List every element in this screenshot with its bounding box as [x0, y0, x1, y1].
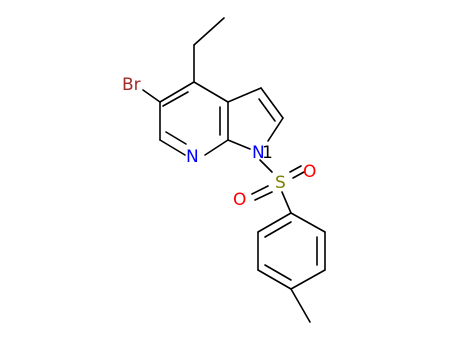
bond-n1-c7a — [227, 139, 251, 150]
bond-c6-n7-inner — [165, 131, 187, 145]
bond-n1-s — [259, 159, 273, 173]
bond-s-o-left-a — [251, 185, 269, 195]
bond-s-aryl — [281, 191, 292, 214]
bond-n7-c7a — [204, 139, 229, 156]
atom-n-pyridine-label: N — [186, 147, 199, 167]
bond-c3a-c3 — [227, 87, 262, 103]
bond-s-o-left-b — [254, 191, 273, 201]
atom-o-left-label: O — [233, 190, 246, 210]
bond-c4-c5-inner — [162, 91, 189, 107]
bond-ar3-ar4 — [290, 269, 326, 290]
atom-br-label: Br — [122, 75, 141, 95]
sulfonyl-group — [251, 159, 305, 214]
atom-o-right-label: O — [303, 162, 316, 182]
bond-ar4-ar5 — [257, 269, 292, 290]
bond-ethyl-ch3 — [193, 17, 225, 46]
bond-s-o-right-b — [292, 171, 305, 179]
bond-c6-n7 — [159, 139, 186, 156]
tolyl-ring — [257, 212, 326, 290]
atom-n-pyrrole-locant: 1 — [262, 143, 273, 163]
atom-s-label: S — [275, 173, 286, 193]
bond-c3-c2-inner — [258, 98, 276, 122]
pyrrole-ring — [227, 87, 284, 150]
bond-s-o-right-a — [289, 165, 302, 173]
bond-c5-br — [142, 89, 161, 103]
bond-ar4-ar5-inner — [264, 264, 292, 281]
bond-c4-c5 — [159, 81, 195, 103]
atom-n-pyrrole-label: N — [252, 143, 265, 163]
pyridine-ring — [159, 81, 229, 156]
ethyl-group — [193, 17, 225, 83]
bond-ar6-ar1-inner — [264, 221, 292, 238]
bond-c2-n1 — [267, 117, 284, 142]
bond-ar1-ar2 — [290, 212, 326, 233]
bond-ar6-ar1 — [257, 212, 292, 233]
bond-c3-c2 — [260, 87, 284, 119]
bond-ar4-methyl — [290, 288, 311, 323]
bond-c3a-c4 — [193, 81, 229, 103]
